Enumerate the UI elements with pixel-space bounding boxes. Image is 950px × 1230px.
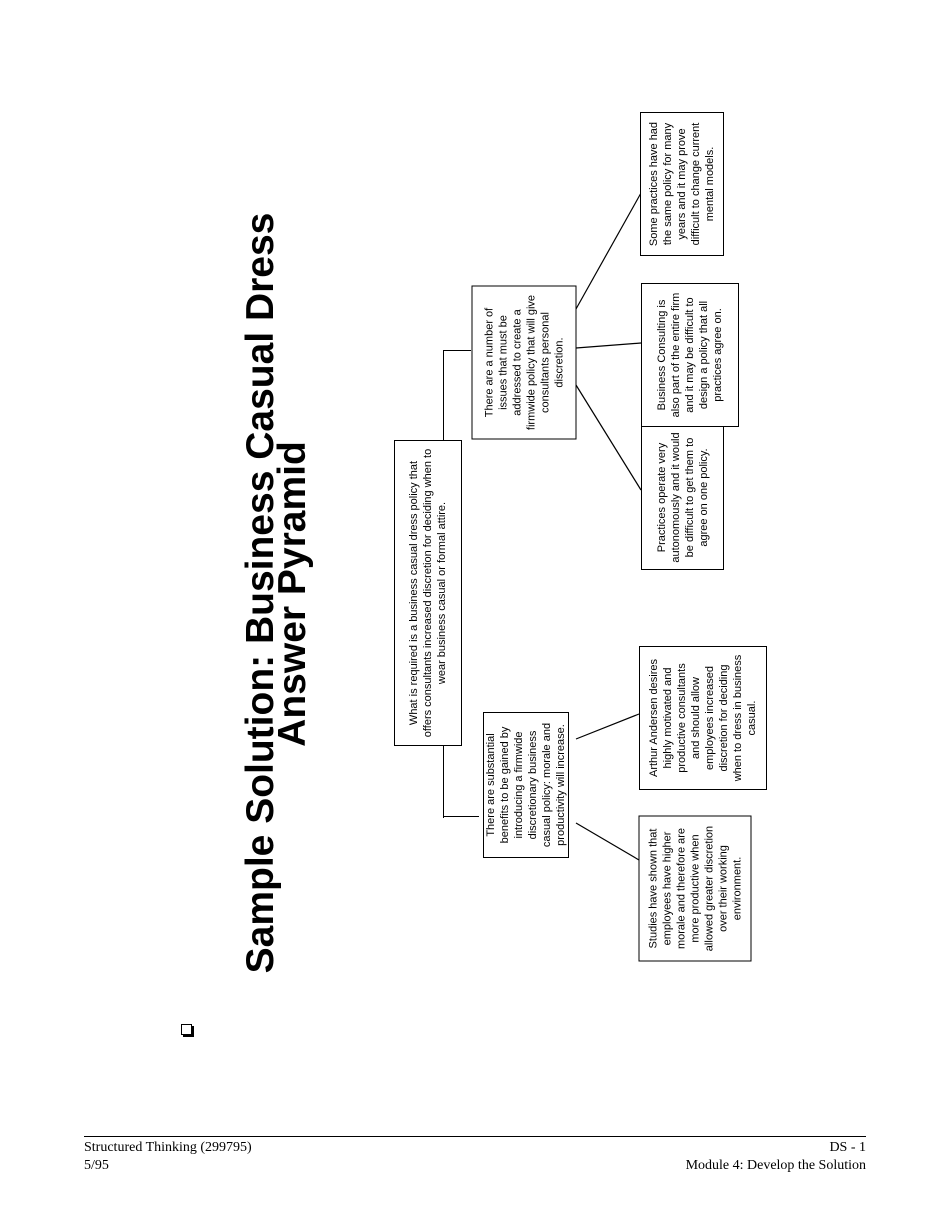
connector-line (443, 350, 471, 351)
benefits-statement-text: There are substantial benefits to be gai… (485, 722, 567, 848)
connector-line (575, 342, 642, 349)
issues-support-box-2: Business Consulting is also part of the … (641, 283, 739, 427)
issues-statement-text: There are a number of issues that must b… (483, 294, 565, 431)
footer-left-line2: 5/95 (84, 1158, 109, 1173)
connector-line (575, 713, 640, 740)
page-subtitle: Answer Pyramid (270, 441, 314, 747)
issues-statement-box: There are a number of issues that must b… (471, 285, 577, 440)
benefits-support-box-1: Studies have shown that employees have h… (638, 815, 752, 962)
benefits-support-text: Studies have shown that employees have h… (647, 825, 743, 952)
issues-support-text: Practices operate very autonomously and … (655, 432, 710, 563)
connector-line (575, 384, 642, 491)
connector-line (575, 822, 640, 861)
footer-right-line1: DS - 1 (829, 1140, 866, 1155)
governing-thought-box: What is required is a business casual dr… (394, 440, 462, 746)
issues-support-box-3: Some practices have had the same policy … (640, 112, 724, 256)
issues-support-text: Some practices have had the same policy … (648, 121, 716, 247)
footer-divider (84, 1136, 866, 1137)
connector-line (575, 192, 642, 310)
benefits-statement-box: There are substantial benefits to be gai… (483, 712, 569, 858)
issues-support-box-1: Practices operate very autonomously and … (641, 425, 724, 570)
connector-line (443, 816, 479, 817)
footer-left-line1: Structured Thinking (299795) (84, 1140, 252, 1155)
issues-support-text: Business Consulting is also part of the … (656, 292, 724, 418)
footer-right-line2: Module 4: Develop the Solution (685, 1158, 866, 1173)
benefits-support-box-2: Arthur Andersen desires highly motivated… (639, 646, 767, 790)
checkbox-bullet-icon (181, 1024, 192, 1035)
benefits-support-text: Arthur Andersen desires highly motivated… (648, 654, 758, 782)
governing-thought-text: What is required is a business casual dr… (408, 448, 448, 738)
